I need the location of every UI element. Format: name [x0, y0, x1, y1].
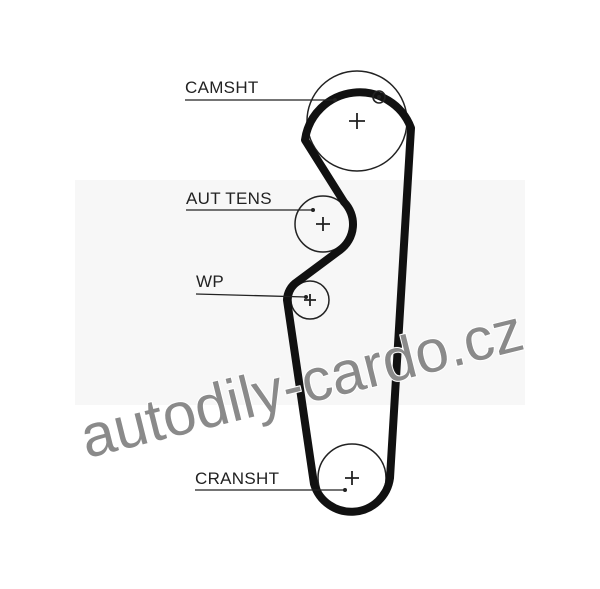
camshaft-label: CAMSHT — [185, 78, 259, 97]
tensioner-label: AUT TENS — [186, 189, 272, 208]
timing-mark-icon — [372, 90, 386, 104]
leader-lines — [185, 99, 345, 491]
crankshaft-label: CRANSHT — [195, 469, 280, 488]
water-pump-label: WP — [196, 272, 224, 291]
timing-belt — [283, 88, 415, 516]
center-marks — [304, 113, 365, 485]
